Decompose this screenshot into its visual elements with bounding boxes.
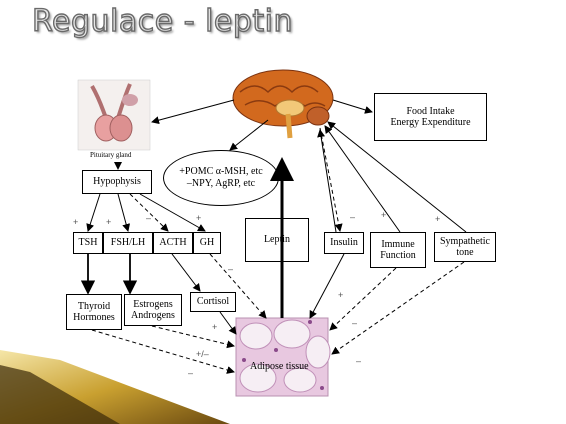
leptin-box: Leptin <box>245 218 309 262</box>
sympathetic-plus-sign: + <box>435 214 441 224</box>
acth-box: ACTH <box>153 232 193 254</box>
adipose-tissue-label: Adipose tissue <box>250 361 309 372</box>
sympathetic-fat-minus-sign: – <box>356 356 362 366</box>
pituitary-label: Pituitary gland <box>90 151 132 159</box>
immune-fat-minus-sign: – <box>352 318 358 328</box>
immune-plus-sign: + <box>381 210 387 220</box>
tsh-box: TSH <box>73 232 103 254</box>
cortisol-plus-sign: + <box>212 322 218 332</box>
gh-box: GH <box>193 232 221 254</box>
gh-fat-minus-sign: – <box>228 264 234 274</box>
gh-plus-sign: + <box>196 213 202 223</box>
slide-title: Regulace - leptin <box>31 3 294 39</box>
tsh-plus-sign: + <box>73 217 79 227</box>
estrogens-plus-minus-sign: +/– <box>196 349 209 359</box>
sympathetic-tone-box: Sympathetic tone <box>434 232 496 262</box>
pomc-ellipse: +POMC α-MSH, etc –NPY, AgRP, etc <box>163 150 279 206</box>
estrogens-androgens-box: Estrogens Androgens <box>124 294 182 326</box>
insulin-box: Insulin <box>324 232 364 254</box>
fsh-plus-sign: + <box>106 217 112 227</box>
thyroid-minus-sign: – <box>188 368 194 378</box>
food-intake-box: Food Intake Energy Expenditure <box>374 93 487 141</box>
immune-function-box: Immune Function <box>370 232 426 268</box>
insulin-minus-sign: – <box>350 212 356 222</box>
acth-minus-sign: – <box>146 213 152 223</box>
hypophysis-box: Hypophysis <box>82 170 152 194</box>
insulin-fat-plus-sign: + <box>338 290 344 300</box>
thyroid-hormones-box: Thyroid Hormones <box>66 294 122 330</box>
fsh-lh-box: FSH/LH <box>103 232 153 254</box>
cortisol-box: Cortisol <box>190 292 236 312</box>
